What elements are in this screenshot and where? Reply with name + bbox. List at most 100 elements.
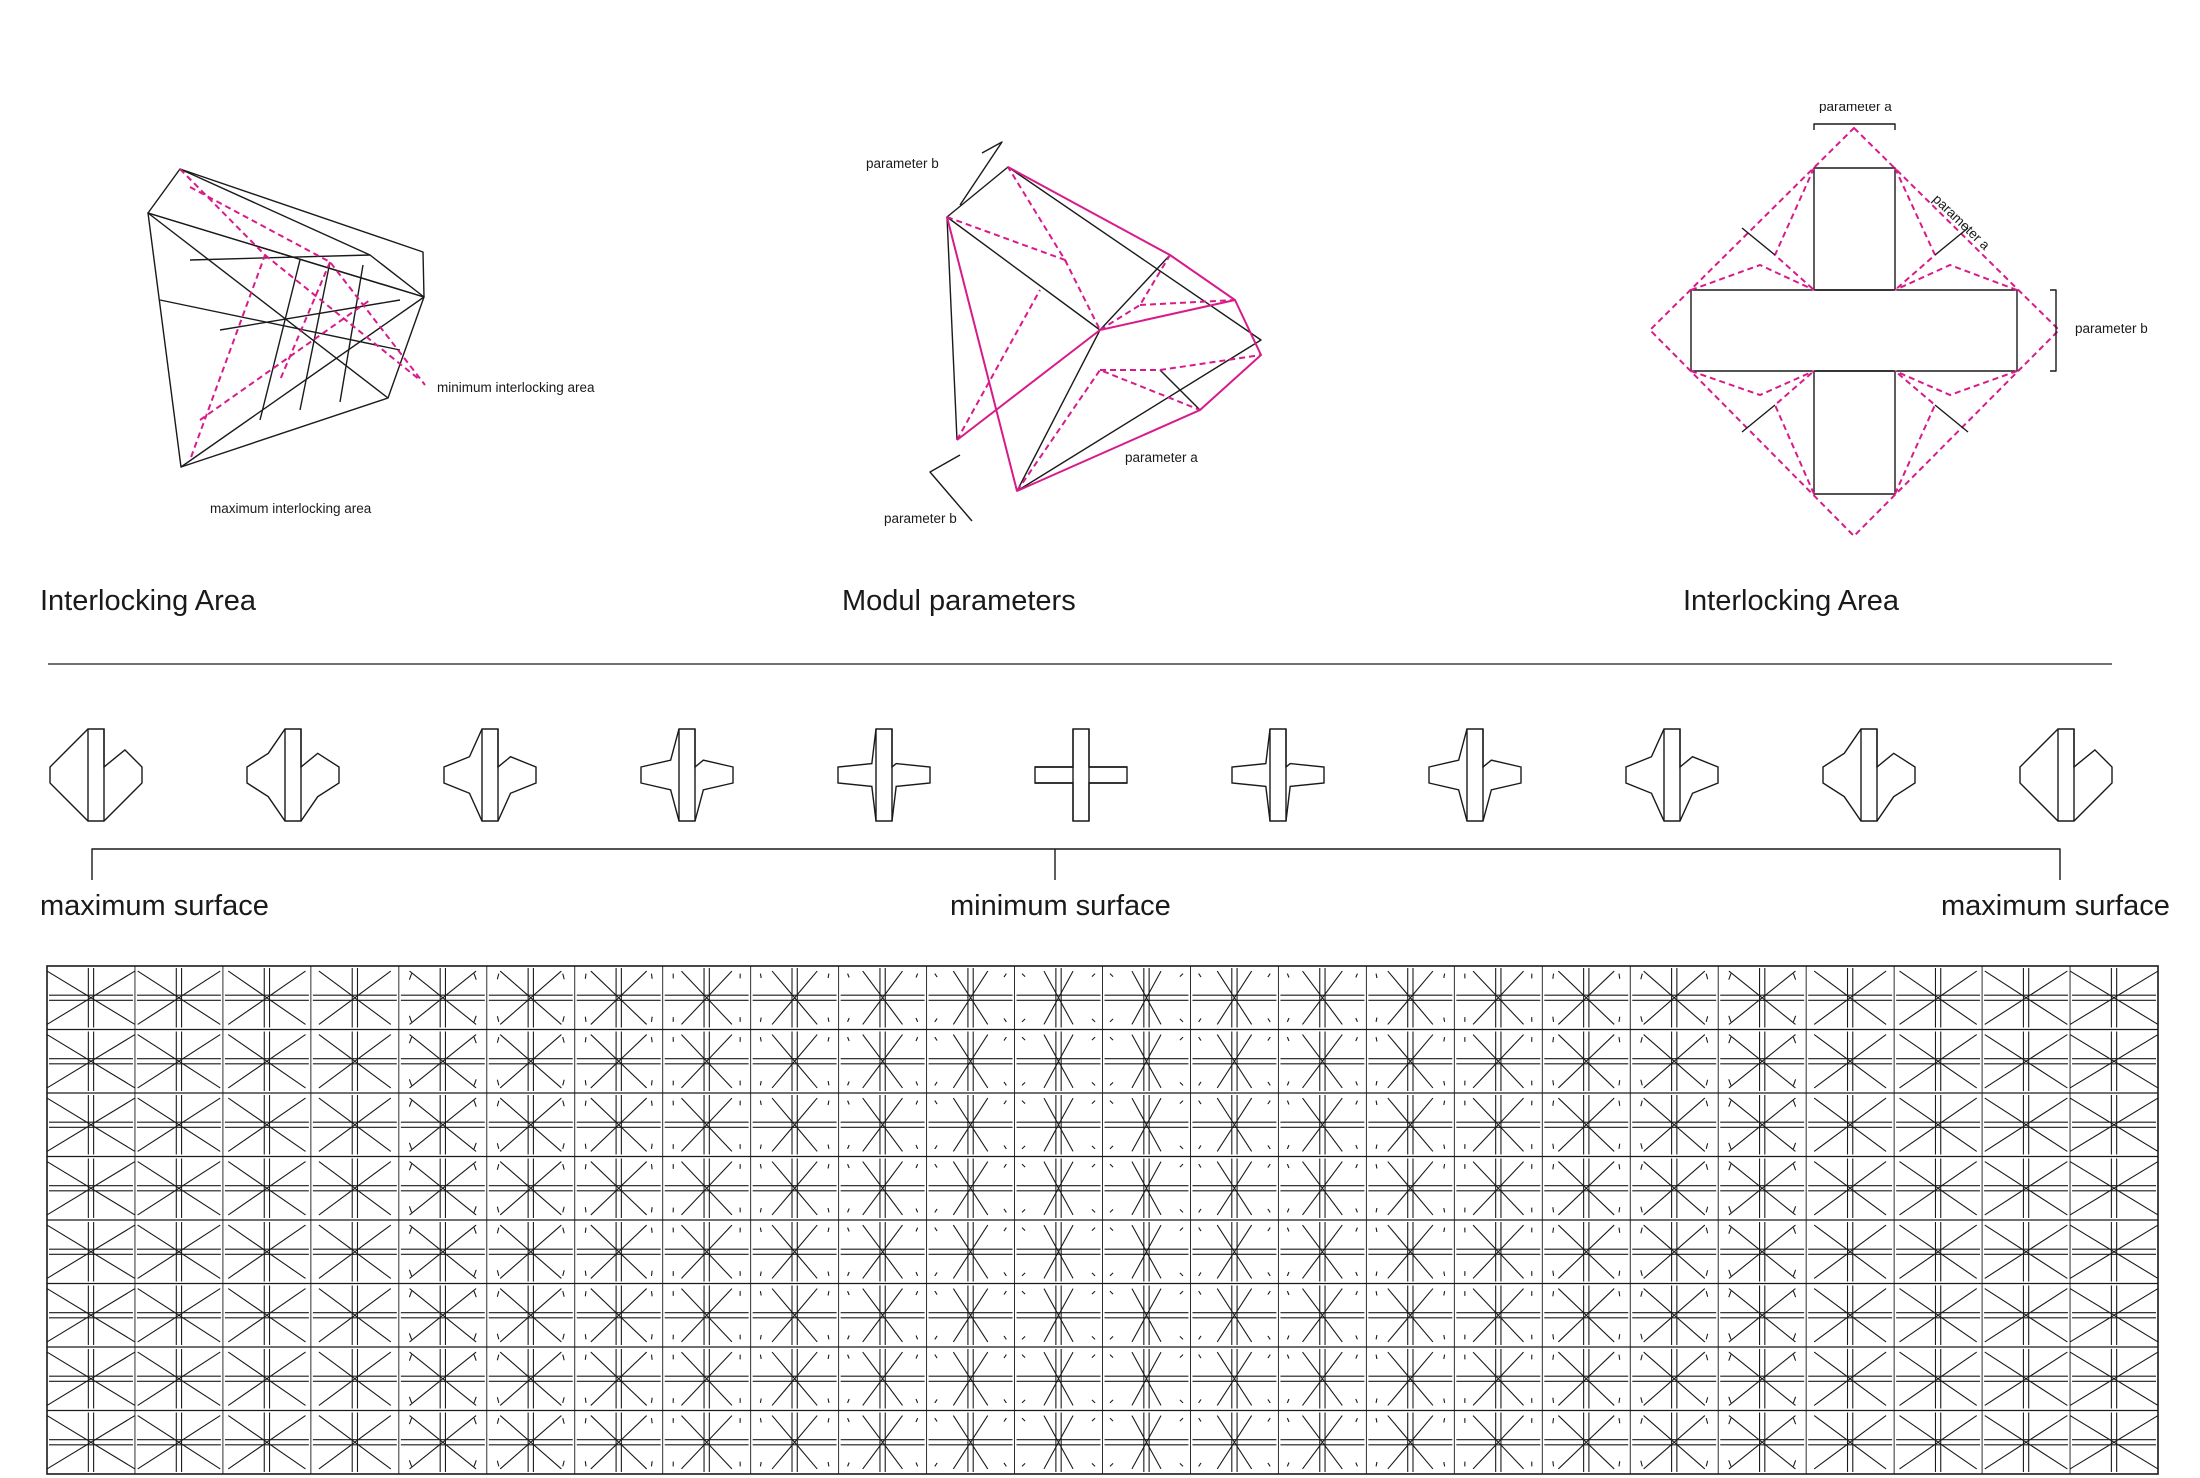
cell-wing [1131,1161,1162,1216]
cell-wing [771,1161,818,1216]
cell-quad [1109,973,1184,1023]
caption-center: Modul parameters [842,585,1076,617]
pattern-cell [576,1031,661,1091]
pattern-cell [224,968,309,1028]
cell-quad [584,1291,653,1340]
max-interlocking-label: maximum interlocking area [210,501,372,516]
cell-wing [1813,1415,1887,1470]
cell-wing [46,1161,136,1216]
pattern-cell [488,1031,573,1091]
pattern-cell [2069,1158,2159,1218]
pattern-cell [1984,1031,2069,1091]
cell-quad [1109,1227,1184,1277]
cell-wing [1728,1288,1796,1343]
pattern-cell [840,968,925,1028]
param-a-center-label: parameter a [1125,450,1198,465]
pattern-cell [136,1158,221,1218]
pattern-cell [664,1349,749,1409]
pattern-cell [840,1158,925,1218]
cell-quad [934,1290,1007,1340]
cell-wing [771,1034,818,1089]
pattern-cell [1192,1095,1277,1155]
pattern-cell [46,1031,136,1091]
cell-wing [227,970,306,1025]
cell-quad [1728,1100,1797,1150]
pattern-cell [224,1222,309,1282]
pattern-cell [840,1349,925,1409]
cell-quad [1109,1417,1184,1467]
pattern-cell [576,1222,661,1282]
cell-wing [1043,970,1074,1025]
cell-wing [1302,1351,1343,1406]
cell-wing [1216,1034,1253,1089]
cell-wing [1813,1034,1887,1089]
cell-wing [1728,970,1796,1025]
pattern-cell [2069,1031,2159,1091]
pattern-cell [1544,1349,1629,1409]
pattern-cell [2069,1349,2159,1409]
cell-quad [1728,1227,1797,1277]
cell-quad [1464,1164,1533,1213]
cell-wing [46,1415,136,1470]
cell-quad [1464,1037,1533,1086]
cell-wing [1043,1034,1074,1089]
cell-wing [2069,1288,2159,1343]
pattern-cell [664,968,749,1028]
pattern-cell [1632,1412,1717,1472]
param-b-right-label: parameter b [2075,321,2148,336]
cell-wing [1899,1097,1978,1152]
pattern-cell [1808,1095,1893,1155]
pattern-cell [46,1158,136,1218]
pattern-cell [312,1349,397,1409]
cell-wing [1387,1161,1434,1216]
pattern-cell [1280,968,1365,1028]
cell-wing [1557,1415,1615,1470]
pattern-cell [1104,1285,1189,1345]
pattern-cell [1016,1031,1101,1091]
cell-wing [1557,1351,1615,1406]
cell-wing [681,1288,733,1343]
cell-wing [227,1097,306,1152]
cell-wing [409,1161,477,1216]
cell-wing [1728,1415,1796,1470]
pattern-cell [1280,1349,1365,1409]
cell-wing [1813,1161,1887,1216]
pattern-cell [136,1222,221,1282]
pattern-cell [1632,968,1717,1028]
cell-quad [1728,1163,1797,1213]
pattern-cell [1720,1349,1805,1409]
cell-wing [227,1161,306,1216]
cell-quad [1286,1290,1358,1340]
pattern-cell [400,968,485,1028]
pattern-cell [928,1412,1013,1472]
cell-quad [1552,973,1621,1022]
pattern-cell [1544,968,1629,1028]
cell-wing [409,1288,477,1343]
pattern-cell [1808,968,1893,1028]
module-outline [837,728,931,822]
cell-wing [46,1034,136,1089]
pattern-cell [664,1285,749,1345]
pattern-cell [576,1412,661,1472]
pattern-cell [1368,1158,1453,1218]
pattern-cell [136,968,221,1028]
pattern-cell [312,1158,397,1218]
pattern-cell [1016,1158,1101,1218]
cell-quad [672,1291,741,1340]
cell-quad [496,1227,565,1277]
cell-wing [1472,1224,1524,1279]
cell-wing [1216,1351,1253,1406]
pattern-cell [840,1095,925,1155]
cell-wing [499,1415,562,1470]
pattern-cell [1104,1095,1189,1155]
pattern-cell [1280,1285,1365,1345]
pattern-cell [576,1158,661,1218]
cell-quad [847,1417,919,1467]
pattern-cell [2069,968,2159,1028]
pattern-cell [1984,1412,2069,1472]
center-module-drawing [929,141,1263,522]
pattern-cell [46,1412,136,1472]
cell-wing [1813,1351,1887,1406]
cell-quad [1728,1290,1797,1340]
cell-quad [934,1100,1007,1150]
